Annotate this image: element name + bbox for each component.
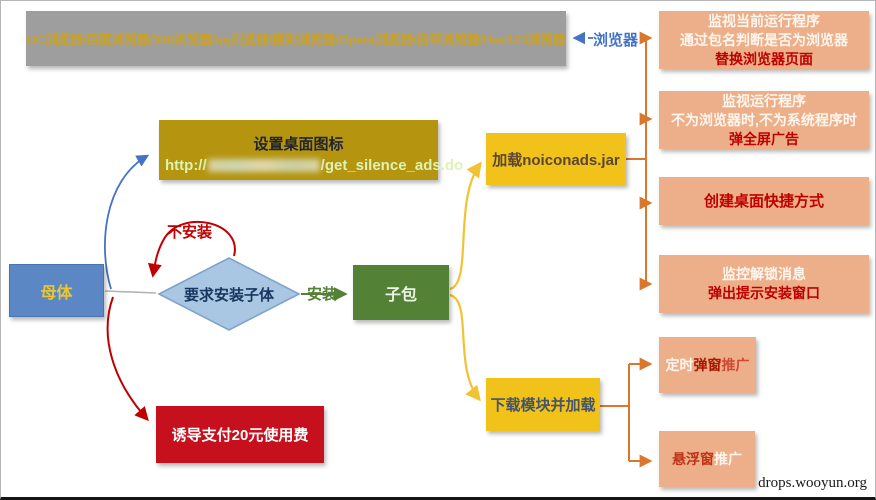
child-package-text: 子包 xyxy=(384,286,417,304)
node-browser-list: UC浏览器/百度浏览器/360浏览器/qq浏览器/搜狗浏览器/Opera浏览器/… xyxy=(26,11,566,66)
curve-child-to-jar xyxy=(449,161,482,291)
node-float-window: 悬浮窗推广 xyxy=(659,431,755,487)
node-mother: 母体 xyxy=(9,264,104,317)
url-prefix: http:// xyxy=(165,156,207,174)
timed-popup-seg1: 定时 xyxy=(665,356,694,373)
node-monitor-replace: 监视当前运行程序 通过包名判断是否为浏览器 替换浏览器页面 xyxy=(659,11,869,69)
float-window-seg1: 悬浮窗 xyxy=(672,450,714,467)
download-module-text: 下载模块并加载 xyxy=(490,397,596,414)
fullscreen-ad-line1: 监视运行程序 xyxy=(722,92,806,109)
unlock-monitor-line2: 弹出提示安装窗口 xyxy=(708,285,820,301)
monitor-replace-line2: 通过包名判断是否为浏览器 xyxy=(680,31,848,48)
fullscreen-ad-line3: 弹全屏广告 xyxy=(729,130,799,147)
curve-to-pay-fee xyxy=(106,296,149,422)
node-unlock-monitor: 监控解锁消息 弹出提示安装窗口 xyxy=(659,255,869,313)
node-pay-fee: 诱导支付20元使用费 xyxy=(156,406,324,463)
node-load-jar: 加载noiconads.jar xyxy=(486,133,626,185)
desktop-icon-title: 设置桌面图标 xyxy=(253,135,344,153)
decision-text: 要求安装子体 xyxy=(183,287,274,304)
monitor-replace-line3: 替换浏览器页面 xyxy=(715,50,813,67)
desktop-icon-url: http:// /get_silence_ads.do xyxy=(159,156,463,174)
timed-popup-seg3: 推广 xyxy=(721,356,750,373)
install-label: 安装 xyxy=(307,286,338,303)
browser-list-text: UC浏览器/百度浏览器/360浏览器/qq浏览器/搜狗浏览器/Opera浏览器/… xyxy=(26,32,566,47)
unlock-monitor-line1: 监控解锁消息 xyxy=(722,266,806,282)
load-jar-text: 加载noiconads.jar xyxy=(492,151,620,169)
pay-fee-text: 诱导支付20元使用费 xyxy=(171,427,309,444)
url-suffix: /get_silence_ads.do xyxy=(320,156,464,174)
shortcut-text: 创建桌面快捷方式 xyxy=(703,192,824,210)
node-download-module: 下载模块并加载 xyxy=(486,378,600,431)
node-timed-popup: 定时弹窗推广 xyxy=(659,337,756,393)
node-fullscreen-ad: 监视运行程序 不为浏览器时,不为系统程序时 弹全屏广告 xyxy=(659,91,869,149)
float-window-text: 悬浮窗推广 xyxy=(672,450,742,469)
node-shortcut: 创建桌面快捷方式 xyxy=(659,177,869,225)
mother-text: 母体 xyxy=(40,284,73,302)
fullscreen-ad-line2: 不为浏览器时,不为系统程序时 xyxy=(671,111,857,128)
curve-child-to-download xyxy=(449,293,481,402)
line-mother-to-decision xyxy=(104,290,157,294)
float-window-seg2: 推广 xyxy=(714,450,742,467)
curve-mother-to-desktop-icon xyxy=(104,154,150,290)
watermark: drops.wooyun.org xyxy=(758,475,867,491)
node-desktop-icon: 设置桌面图标 http:// /get_silence_ads.do xyxy=(159,120,463,180)
browser-label: 浏览器 xyxy=(593,32,639,49)
censored-url-segment xyxy=(207,159,320,173)
node-child-package: 子包 xyxy=(353,265,449,320)
timed-popup-seg2: 弹窗 xyxy=(693,356,722,373)
monitor-replace-line1: 监视当前运行程序 xyxy=(708,12,820,29)
timed-popup-text: 定时弹窗推广 xyxy=(666,356,750,375)
no-install-label: 不安装 xyxy=(167,224,213,241)
